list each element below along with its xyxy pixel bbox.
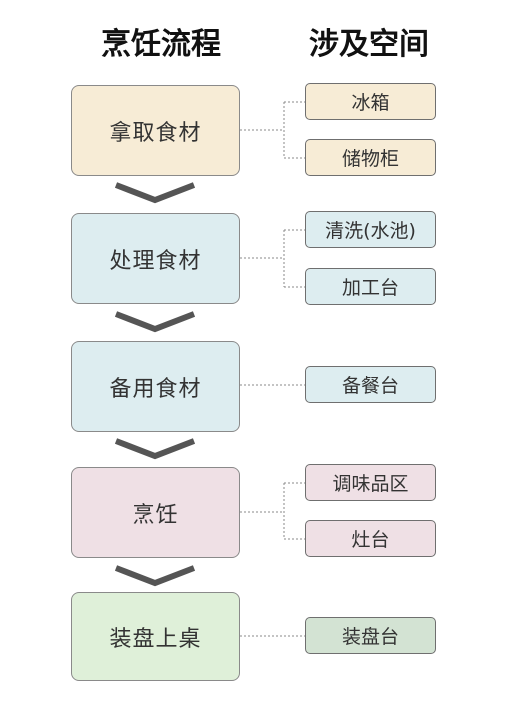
- connector-cook: [240, 482, 305, 540]
- space-sink: 清洗(水池): [305, 211, 436, 248]
- step-prep-ingredients: 备用食材: [71, 341, 240, 432]
- step-plate-serve: 装盘上桌: [71, 592, 240, 681]
- chevron-down-icon: [114, 311, 196, 333]
- step-fetch-ingredients: 拿取食材: [71, 85, 240, 176]
- space-plating-counter: 装盘台: [305, 617, 436, 654]
- step-process-ingredients: 处理食材: [71, 213, 240, 304]
- space-stove: 灶台: [305, 520, 436, 557]
- space-staging-counter: 备餐台: [305, 366, 436, 403]
- chevron-down-icon: [114, 438, 196, 460]
- spaces-heading: 涉及空间: [309, 27, 429, 62]
- chevron-down-icon: [114, 182, 196, 204]
- process-heading: 烹饪流程: [101, 27, 221, 62]
- space-fridge: 冰箱: [305, 83, 436, 120]
- connector-fetch: [240, 101, 305, 159]
- space-prep-counter: 加工台: [305, 268, 436, 305]
- step-cook: 烹饪: [71, 467, 240, 558]
- space-storage-cabinet: 储物柜: [305, 139, 436, 176]
- connector-process: [240, 229, 305, 288]
- chevron-down-icon: [114, 565, 196, 587]
- space-seasoning-area: 调味品区: [305, 464, 436, 501]
